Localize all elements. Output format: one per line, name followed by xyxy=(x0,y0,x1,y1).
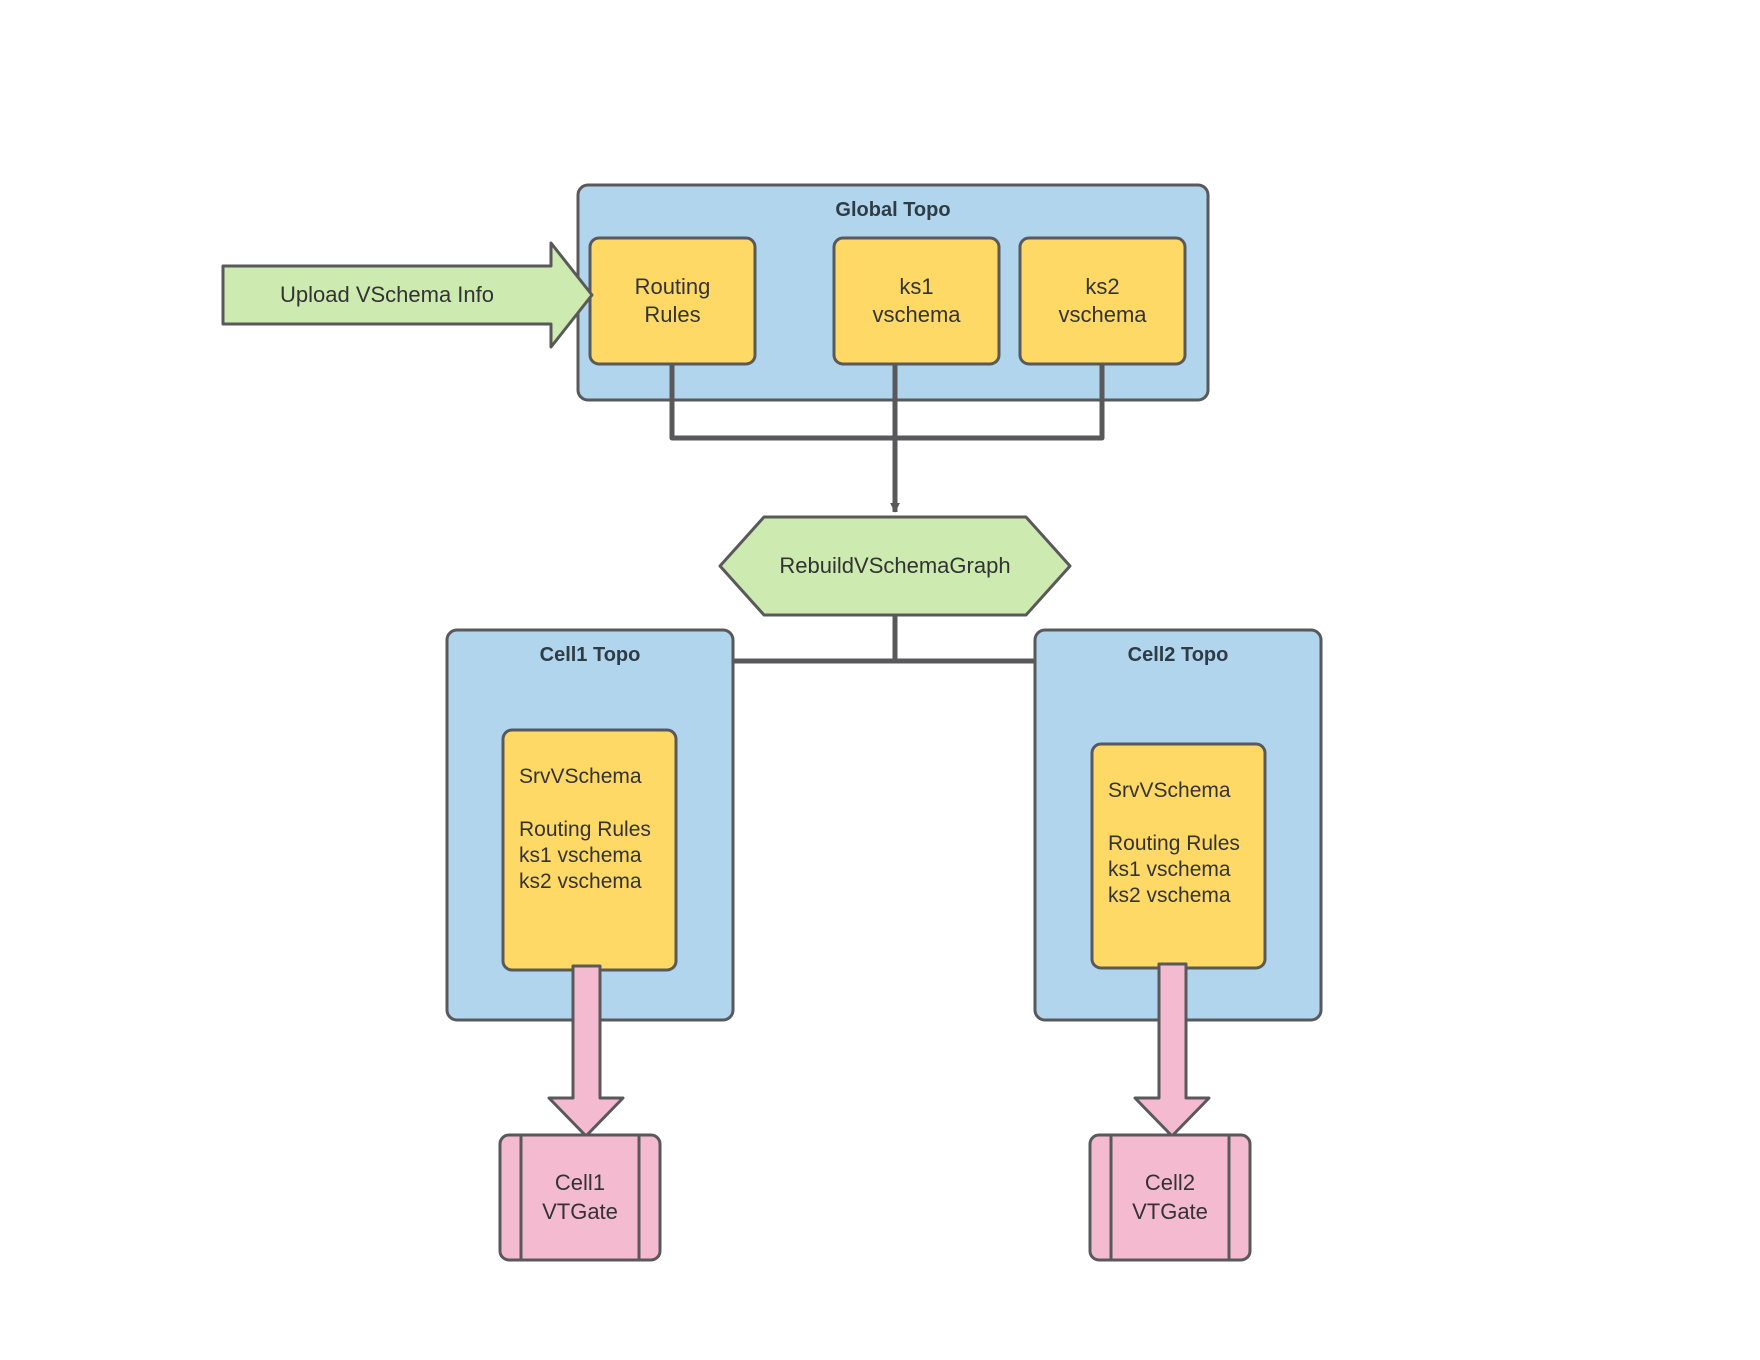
node-ks1-vschema[interactable] xyxy=(832,236,1001,366)
rebuild-vschema-graph-process[interactable] xyxy=(718,515,1072,617)
cell2-vtgate-shape[interactable] xyxy=(1088,1133,1252,1262)
cell1-vtgate-shape[interactable] xyxy=(498,1133,662,1262)
cell2-srvvschema-to-vtgate-arrow xyxy=(1133,962,1211,1138)
upload-vschema-arrow[interactable] xyxy=(221,241,594,349)
connector-ks2-to-rebuild xyxy=(895,364,1105,441)
node-ks2-vschema[interactable] xyxy=(1018,236,1187,366)
node-routing-rules[interactable] xyxy=(588,236,757,366)
cell1-srvvschema-to-vtgate-arrow xyxy=(547,964,625,1138)
connector-routing-rules-to-rebuild xyxy=(669,364,895,441)
cell2-srvvschema-node[interactable] xyxy=(1090,742,1267,970)
cell1-srvvschema-node[interactable] xyxy=(501,728,678,972)
